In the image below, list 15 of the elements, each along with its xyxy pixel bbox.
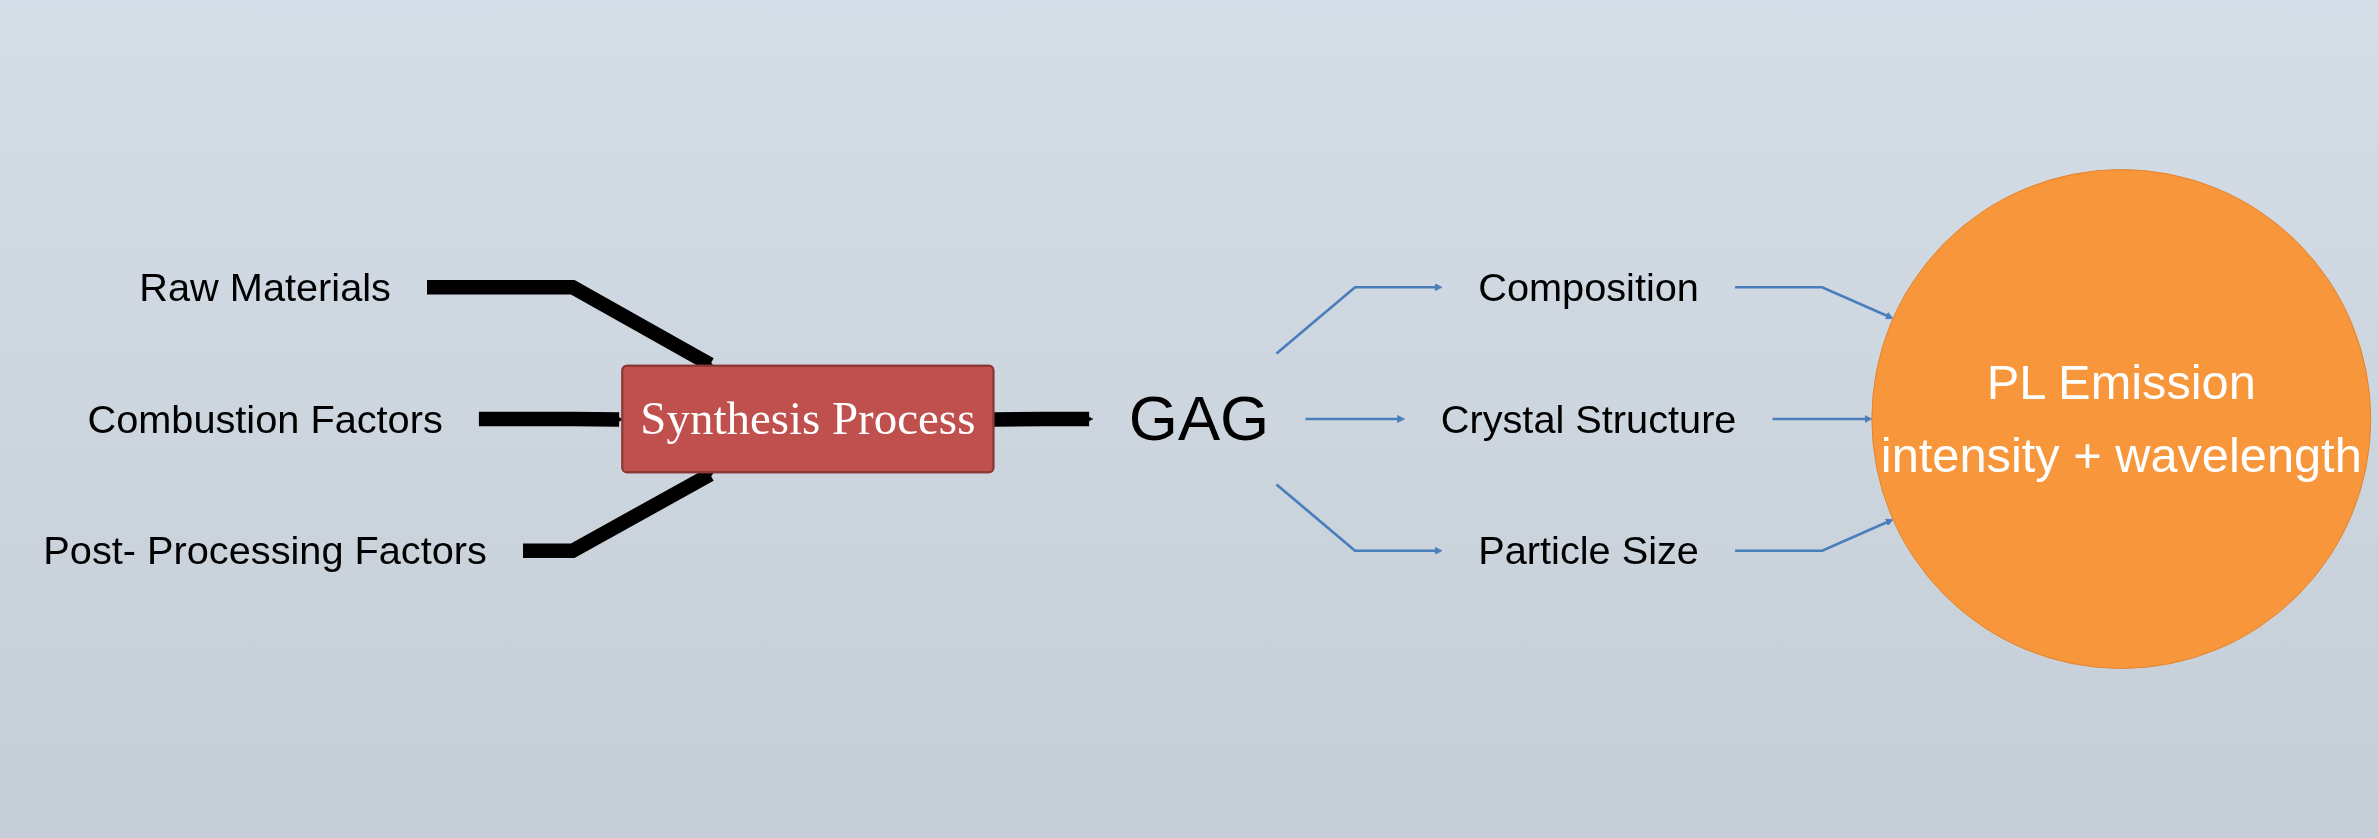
- arrow: [1305, 415, 1405, 423]
- node-text: Particle Size: [1478, 528, 1699, 573]
- node-text: Post- Processing Factors: [43, 528, 487, 573]
- arrow: [1772, 415, 1873, 423]
- node-text: GAG: [1128, 383, 1270, 454]
- node-text: Combustion Factors: [87, 396, 443, 441]
- node-text: Composition: [1478, 264, 1699, 309]
- arrow: [1735, 285, 1894, 320]
- arrow: [1275, 483, 1443, 555]
- node-text: Crystal Structure: [1440, 396, 1737, 441]
- node-circle: PL Emission intensity + wavelength: [1871, 169, 2372, 669]
- arrow: [1275, 283, 1443, 355]
- arrow: [993, 411, 1094, 427]
- node-text: Raw Materials: [139, 264, 391, 309]
- arrow: [1735, 518, 1894, 553]
